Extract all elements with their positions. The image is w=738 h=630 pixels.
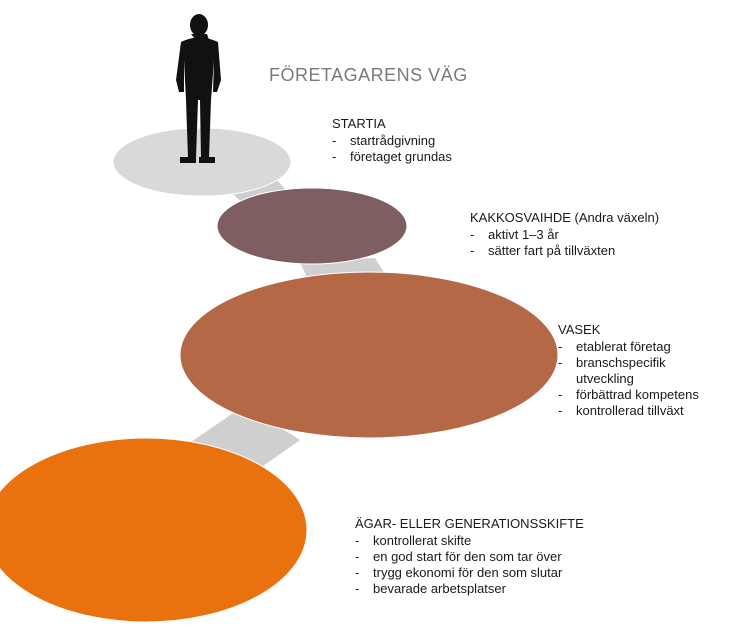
stage-items: kontrollerat skifte en god start för den… bbox=[355, 533, 584, 597]
stage-disc-kakkosvaihde bbox=[216, 187, 408, 265]
stage-kakkosvaihde: KAKKOSVAIHDE (Andra växeln) aktivt 1–3 å… bbox=[470, 210, 659, 259]
stage-items: startrådgivning företaget grundas bbox=[332, 133, 452, 165]
stage-startia: STARTIA startrådgivning företaget grunda… bbox=[332, 116, 452, 165]
stage-item: bevarade arbetsplatser bbox=[355, 581, 584, 597]
stage-items: etablerat företag branschspecifik utveck… bbox=[558, 339, 699, 419]
stage-disc-vasek bbox=[179, 271, 559, 439]
stage-item: sätter fart på tillväxten bbox=[470, 243, 659, 259]
stage-item: branschspecifik utveckling bbox=[558, 355, 699, 387]
diagram-title: FÖRETAGARENS VÄG bbox=[269, 65, 468, 85]
stage-heading: VASEK bbox=[558, 322, 601, 337]
stage-item-text: branschspecifik bbox=[576, 355, 666, 370]
stage-item: kontrollerat skifte bbox=[355, 533, 584, 549]
stage-item: aktivt 1–3 år bbox=[470, 227, 659, 243]
person-silhouette-icon bbox=[176, 14, 221, 163]
stage-item: en god start för den som tar över bbox=[355, 549, 584, 565]
stage-item: kontrollerad tillväxt bbox=[558, 403, 699, 419]
stage-heading: KAKKOSVAIHDE (Andra växeln) bbox=[470, 210, 660, 225]
stage-disc-agarskifte bbox=[0, 437, 308, 623]
stage-agarskifte: ÄGAR- ELLER GENERATIONSSKIFTE kontroller… bbox=[355, 516, 584, 597]
stage-item: förbättrad kompetens bbox=[558, 387, 699, 403]
stage-item-continuation: utveckling bbox=[576, 371, 634, 386]
stage-heading: STARTIA bbox=[332, 116, 386, 131]
stage-item: etablerat företag bbox=[558, 339, 699, 355]
stage-heading: ÄGAR- ELLER GENERATIONSSKIFTE bbox=[355, 516, 584, 531]
stage-item: startrådgivning bbox=[332, 133, 452, 149]
stage-item: företaget grundas bbox=[332, 149, 452, 165]
stage-item: trygg ekonomi för den som slutar bbox=[355, 565, 584, 581]
stage-items: aktivt 1–3 år sätter fart på tillväxten bbox=[470, 227, 659, 259]
stage-vasek: VASEK etablerat företag branschspecifik … bbox=[558, 322, 699, 419]
